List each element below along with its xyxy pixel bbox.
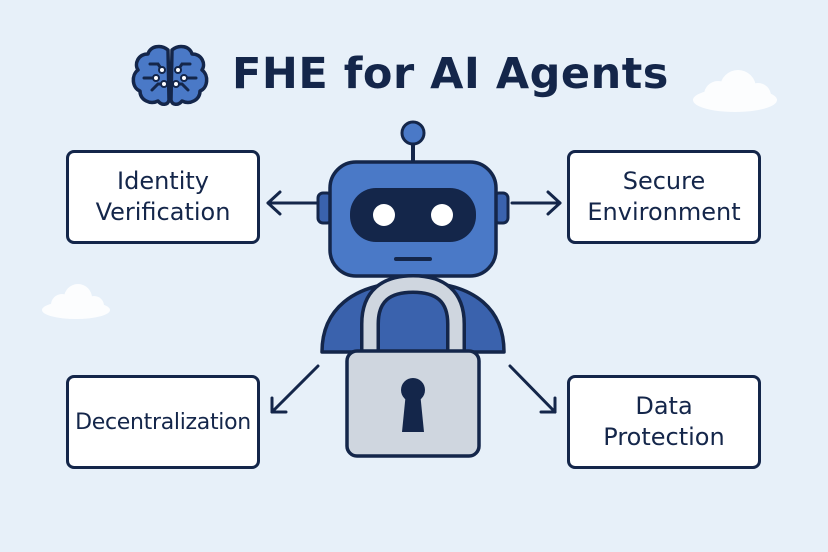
padlock-icon	[345, 273, 481, 458]
identity-line-2: Verification	[95, 198, 231, 226]
data-line-1: Data	[635, 392, 693, 420]
data-line-2: Protection	[603, 423, 725, 451]
cloud-icon	[693, 70, 777, 112]
arrow-to-identity	[266, 190, 320, 216]
secure-line-2: Environment	[587, 198, 741, 226]
secure-line-1: Secure	[622, 167, 706, 195]
decentralization-box: Decentralization	[66, 375, 260, 469]
decentralization-label: Decentralization	[75, 409, 251, 435]
arrow-to-data-protection	[508, 364, 557, 414]
cloud-icon	[42, 284, 110, 319]
secure-environment-box: Secure Environment	[567, 150, 761, 244]
brain-icon	[131, 44, 209, 106]
arrow-to-secure	[510, 190, 562, 216]
data-protection-box: Data Protection	[567, 375, 761, 469]
arrow-to-decentralization	[270, 364, 320, 414]
identity-verification-box: Identity Verification	[66, 150, 260, 244]
page-title: FHE for AI Agents	[232, 49, 669, 99]
identity-line-1: Identity	[117, 167, 209, 195]
